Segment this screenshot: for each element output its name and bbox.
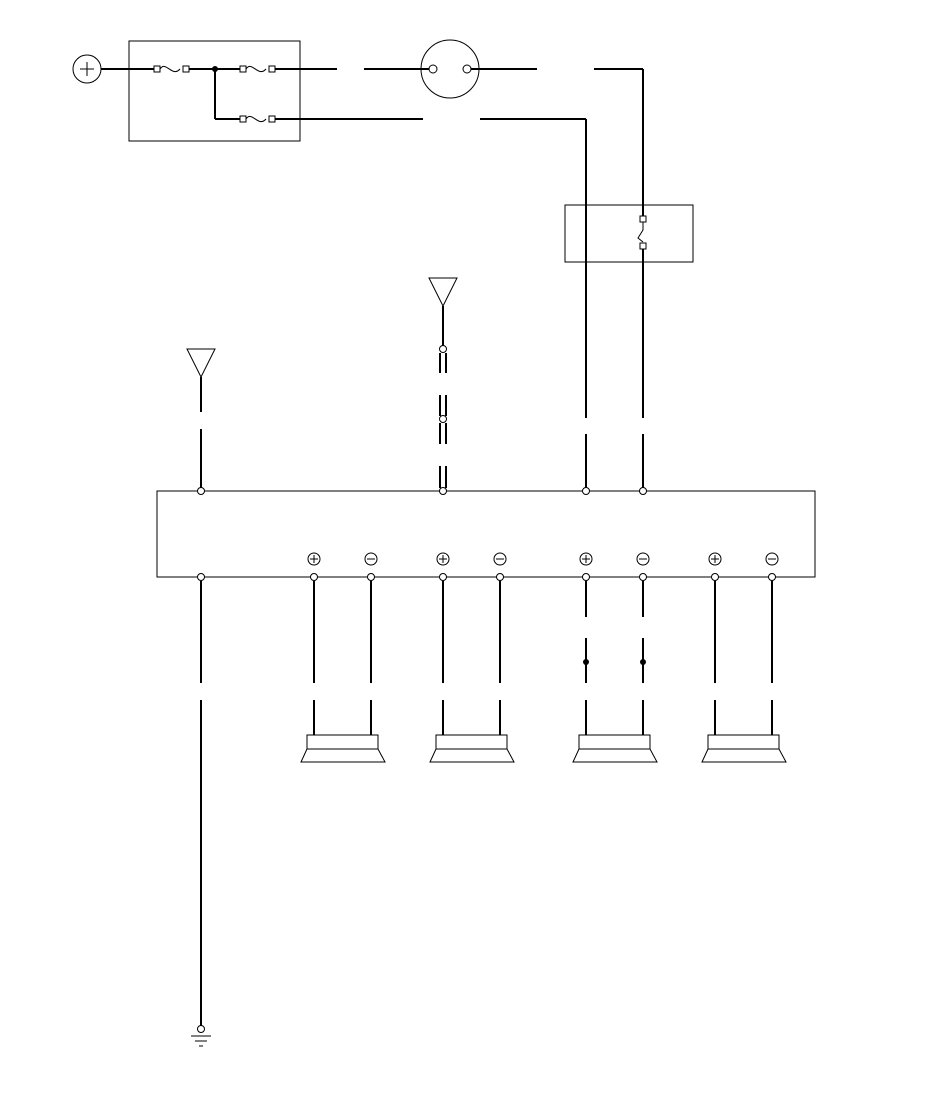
speaker-icon (300, 734, 386, 763)
minus-mark (765, 552, 779, 566)
round-connector (420, 39, 480, 99)
radio-top-pins (197, 487, 647, 495)
plus-mark (436, 552, 450, 566)
polarity-marks (307, 552, 779, 566)
ground-icon (191, 1025, 211, 1047)
radio-unit (156, 490, 816, 578)
radio-bottom-pins (197, 573, 776, 581)
plus-mark (307, 552, 321, 566)
splice-dot (640, 659, 646, 665)
plus-mark (708, 552, 722, 566)
switch-contact (637, 215, 647, 250)
minus-mark (493, 552, 507, 566)
antenna-middle (428, 277, 458, 353)
fuse-1 (153, 65, 190, 73)
antenna-left (186, 348, 216, 412)
speaker-icon (429, 734, 515, 763)
speaker-icon (572, 734, 658, 763)
fuse-box (128, 40, 301, 142)
switch-box (564, 204, 694, 263)
speaker-icon (701, 734, 787, 763)
fuse-2 (239, 65, 276, 73)
plus-mark (579, 552, 593, 566)
fuse-3 (239, 115, 276, 123)
battery-positive-terminal (72, 54, 102, 84)
minus-mark (636, 552, 650, 566)
splice-dot (583, 659, 589, 665)
minus-mark (364, 552, 378, 566)
